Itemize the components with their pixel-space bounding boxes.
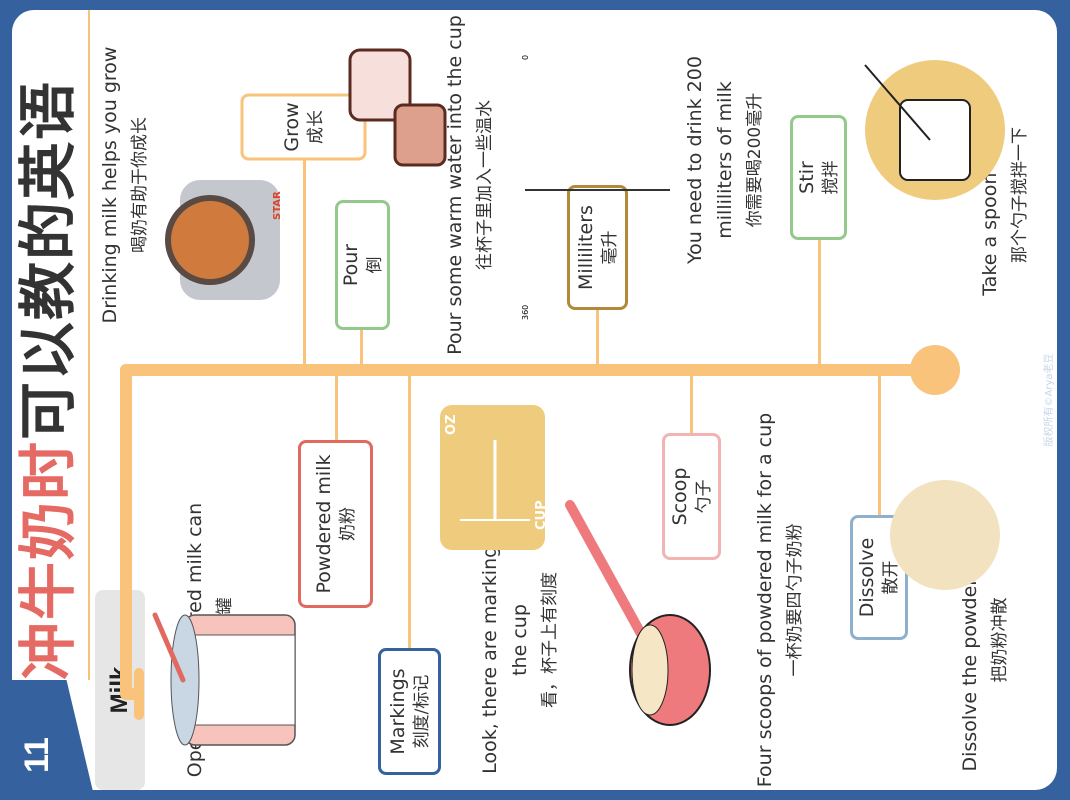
measuring-cup-illustration: CUP OZ (440, 405, 549, 550)
stirring-cup-illustration (864, 60, 1005, 200)
scoop-illustration (565, 500, 711, 726)
branch-pour (360, 330, 363, 364)
title-dark: 可以教的英语 (14, 79, 82, 440)
trunk-line (120, 364, 935, 376)
branch-scoop (690, 376, 693, 433)
ruler-label-1: 0 (521, 55, 530, 60)
title-red: 冲牛奶时 (14, 439, 82, 680)
powder-pile-illustration (890, 480, 1000, 590)
trunk-elbow (120, 364, 132, 700)
oz-label: OZ (444, 415, 459, 435)
ruler-label-0: 360 (521, 305, 530, 320)
branch-markings (408, 376, 411, 648)
cup-label: CUP (534, 500, 549, 530)
branch-stir (818, 240, 821, 364)
trunk-end-dot (910, 345, 960, 395)
scoop-handle (152, 612, 186, 683)
child-illustration: STAR (165, 180, 283, 300)
title-divider (88, 10, 90, 680)
page-number: 11 (18, 737, 56, 773)
pouring-cups-illustration (348, 48, 447, 167)
copyright: 版权所有©Arya老豆 (1044, 353, 1055, 447)
trunk-foot (134, 668, 144, 720)
shirt-star-text: STAR (272, 191, 283, 220)
page-title: 冲牛奶时可以教的英语 (8, 80, 88, 680)
milk-can-illustration (152, 612, 296, 746)
ruler-illustration: 360 0 (521, 55, 670, 320)
branch-powdered (335, 376, 338, 440)
